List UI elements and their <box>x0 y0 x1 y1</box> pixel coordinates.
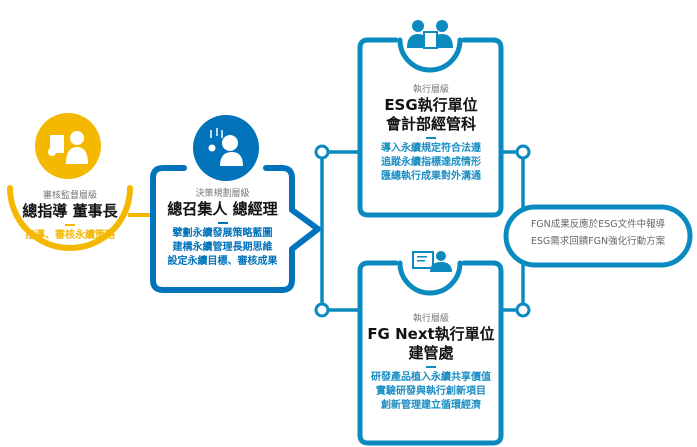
fgnext-title-line: 建管處 <box>408 344 454 362</box>
fgnext-item: 創新管理建立循環經濟 <box>381 400 481 411</box>
esg-level: 執行層級 <box>412 85 449 95</box>
esg-item: 匯總執行成果對外溝通 <box>381 171 481 182</box>
fgnext-text: 執行層級 FG Next執行單位 建管處 研發產品植入永續共享價值 實驗研發與執… <box>362 313 500 413</box>
fgnext-item: 研發產品植入永續共享價值 <box>371 372 491 383</box>
supervisory-text: 審核監督層級 總指導 董事長 指導、審核永續策略 <box>10 190 130 243</box>
supervisory-circle <box>35 113 101 179</box>
feedback-line: ESG需求回饋FGN強化行動方案 <box>530 236 666 247</box>
supervisory-item: 指導、審核永續策略 <box>25 230 115 241</box>
divider <box>217 222 228 224</box>
decision-text: 決策規劃層級 總召集人 總經理 擘劃永續發展策略藍圖 建構永續管理長期思維 設定… <box>155 188 290 269</box>
feedback-text: FGN成果反應於ESG文件中報導 ESG需求回饋FGN強化行動方案 <box>512 216 684 250</box>
decision-item: 擘劃永續發展策略藍圖 <box>172 228 273 239</box>
fgnext-title-line: FG Next執行單位 <box>367 325 495 343</box>
divider <box>426 137 436 139</box>
connector-nodes <box>314 144 531 318</box>
divider <box>426 366 436 368</box>
feedback-line: FGN成果反應於ESG文件中報導 <box>530 219 666 230</box>
fgnext-frame <box>357 260 504 446</box>
feedback-pill <box>503 204 693 268</box>
team-document-icon <box>407 20 453 49</box>
fgnext-item: 實驗研發與執行創新項目 <box>376 386 486 397</box>
supervisory-level: 審核監督層級 <box>42 191 97 201</box>
computer-user-icon <box>412 251 452 272</box>
decision-level: 決策規劃層級 <box>195 189 250 199</box>
esg-title-line: 會計部經管科 <box>385 115 476 133</box>
esg-title-line: ESG執行單位 <box>384 96 478 114</box>
esg-text: 執行層級 ESG執行單位 會計部經管科 導入永續規定符合法遵 追蹤永續指標達成情… <box>362 84 500 184</box>
checklist-person-icon <box>48 131 88 164</box>
strategy-person-icon <box>208 128 243 166</box>
esg-item: 導入永續規定符合法遵 <box>381 143 481 154</box>
supervisory-title: 總指導 董事長 <box>22 202 118 220</box>
esg-frame <box>357 37 504 218</box>
decision-title: 總召集人 總經理 <box>167 200 278 218</box>
decision-item: 建構永續管理長期思維 <box>172 242 273 253</box>
esg-item: 追蹤永續指標達成情形 <box>381 157 481 168</box>
supervisory-arc <box>7 185 133 251</box>
divider <box>65 224 75 226</box>
decision-item: 設定永續目標、審核成果 <box>167 256 278 267</box>
fgnext-level: 執行層級 <box>412 314 449 324</box>
decision-frame <box>150 165 321 293</box>
